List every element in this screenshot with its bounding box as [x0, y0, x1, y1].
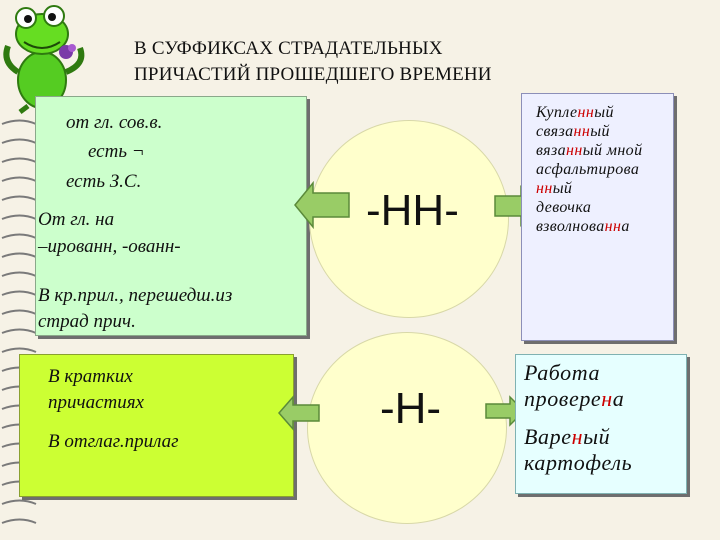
- binding-ring: [1, 290, 37, 296]
- example-line: вязанный мной: [536, 141, 643, 160]
- nn-rule-line: От гл. на: [38, 209, 115, 230]
- example-line: проверена: [524, 386, 632, 412]
- example-text: картофель: [524, 450, 633, 475]
- example-text: провере: [524, 386, 602, 411]
- binding-ring: [1, 195, 37, 201]
- example-text: а: [621, 218, 630, 235]
- example-text: девочка: [536, 199, 592, 216]
- example-text: ый: [583, 424, 611, 449]
- example-line: нный: [536, 179, 643, 198]
- example-line: картофель: [524, 450, 632, 476]
- title-line-1: В СУФФИКСАХ СТРАДАТЕЛЬНЫХ: [134, 38, 443, 59]
- example-text: Работа: [524, 360, 601, 385]
- binding-ring: [1, 176, 37, 182]
- binding-ring: [1, 271, 37, 277]
- left-arrow-icon: [278, 395, 320, 431]
- suffix-highlight: н: [571, 424, 584, 449]
- example-text: ый: [594, 104, 614, 121]
- slide-title: В СУФФИКСАХ СТРАДАТЕЛЬНЫХ ПРИЧАСТИЙ ПРОШ…: [134, 36, 654, 88]
- suffix-highlight: нн: [566, 142, 583, 159]
- n-suffix-circle: [307, 332, 507, 524]
- n-suffix: -Н-: [380, 384, 442, 433]
- nn-rules-box: [35, 96, 307, 336]
- nn-rule-line: страд прич.: [38, 311, 136, 332]
- example-line: взволнованна: [536, 217, 643, 236]
- binding-ring: [1, 252, 37, 258]
- binding-ring: [1, 233, 37, 239]
- example-line: Купленный: [536, 103, 643, 122]
- binding-ring: [1, 138, 37, 144]
- binding-ring: [1, 499, 37, 505]
- example-line: Работа: [524, 360, 632, 386]
- suffix-highlight: нн: [577, 104, 595, 121]
- n-rule-line: В кратких: [48, 366, 133, 387]
- example-line: асфальтирова: [536, 160, 643, 179]
- nn-rule-line: есть ¬: [88, 141, 145, 162]
- nn-examples-box: [521, 93, 674, 341]
- suffix-highlight: нн: [536, 180, 553, 197]
- example-text: связа: [536, 123, 574, 140]
- binding-ring: [1, 157, 37, 163]
- suffix-highlight: нн: [604, 218, 622, 235]
- example-text: а: [612, 386, 625, 411]
- example-text: ый: [552, 180, 573, 197]
- nn-rule-line: В кр.прил., перешедш.из: [38, 285, 233, 306]
- binding-ring: [1, 309, 37, 315]
- right-arrow-icon: [485, 395, 526, 427]
- n-rule-line: причастиях: [48, 392, 144, 413]
- example-text: Купле: [536, 104, 578, 121]
- binding-ring: [1, 119, 37, 125]
- example-text: ый мной: [582, 142, 643, 159]
- example-text: асфальтирова: [536, 161, 640, 178]
- example-text: Варе: [524, 424, 572, 449]
- binding-ring: [1, 518, 37, 524]
- nn-rule-line: есть З.С.: [66, 171, 142, 192]
- example-text: взволнова: [536, 218, 605, 235]
- binding-ring: [1, 347, 37, 353]
- nn-suffix: -НН-: [366, 186, 459, 235]
- example-text: вяза: [536, 142, 567, 159]
- left-arrow-icon: [294, 180, 350, 230]
- example-line: Вареный: [524, 424, 632, 450]
- binding-ring: [1, 214, 37, 220]
- example-text: ый: [590, 123, 610, 140]
- title-line-2: ПРИЧАСТИЙ ПРОШЕДШЕГО ВРЕМЕНИ: [134, 64, 492, 85]
- example-line: связанный: [536, 122, 643, 141]
- nn-rule-line: –ированн, -ованн-: [38, 236, 181, 257]
- n-examples-box: [515, 354, 687, 494]
- suffix-highlight: нн: [573, 123, 591, 140]
- nn-rule-line: от гл. сов.в.: [66, 112, 163, 133]
- n-rules-box: [19, 354, 294, 497]
- nn-suffix-circle: [309, 120, 509, 318]
- n-rule-line: В отглаг.прилаг: [48, 431, 179, 452]
- example-line: девочка: [536, 198, 643, 217]
- suffix-highlight: н: [601, 386, 613, 411]
- binding-ring: [1, 328, 37, 334]
